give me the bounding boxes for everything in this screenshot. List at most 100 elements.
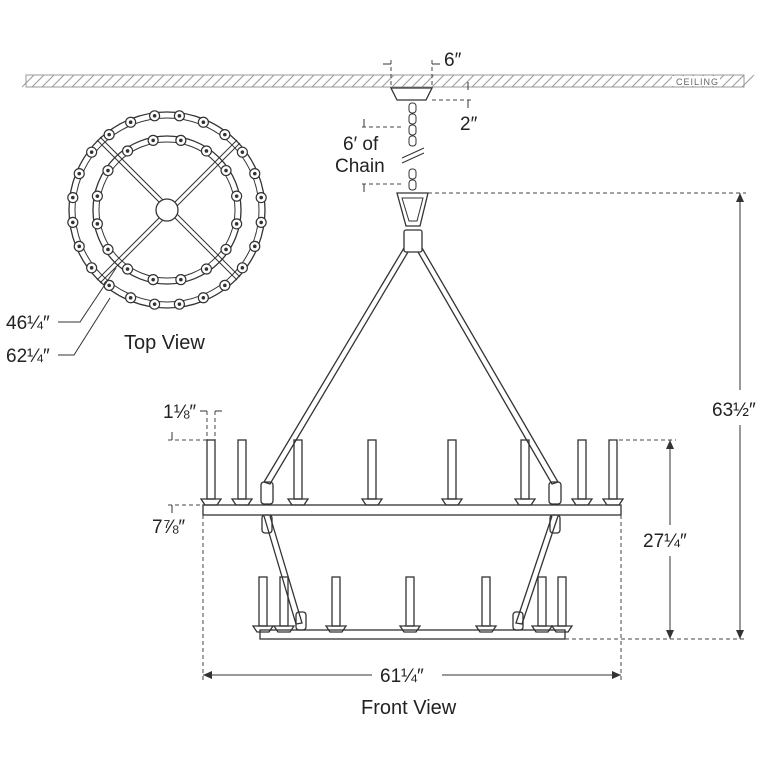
outer-ring-diameter-label: 62¼″ [6, 346, 50, 367]
hatch-line [471, 74, 485, 88]
candle-cup [103, 279, 115, 291]
upper-tier-candles [199, 439, 625, 506]
hatch-line [621, 74, 635, 88]
hatch-line [561, 74, 575, 88]
candle-cup [200, 145, 213, 157]
candle [230, 439, 254, 506]
hatch-line [731, 74, 745, 88]
candle-cup [220, 164, 232, 177]
ceiling-bar [25, 74, 745, 88]
candle-cup [219, 279, 231, 291]
canopy [389, 87, 434, 101]
hatch-line [321, 74, 335, 88]
hatch-line [361, 74, 375, 88]
hatch-line [411, 74, 425, 88]
candle [440, 439, 464, 506]
hatch-line [631, 74, 645, 88]
candle-cup [219, 129, 231, 141]
hatch-line [31, 74, 45, 88]
hatch-line [501, 74, 515, 88]
candle [474, 576, 498, 633]
outer-ring [68, 111, 266, 309]
chain-link [408, 179, 417, 191]
right-upper-arm [417, 247, 559, 485]
lower-tier-candles [251, 576, 574, 633]
hatch-line [181, 74, 195, 88]
candle-cup [86, 262, 98, 274]
candle-cup [231, 190, 243, 202]
ceiling-hatching [21, 74, 755, 88]
hatch-line [391, 74, 405, 88]
hatch-line [441, 74, 455, 88]
hanging-loop [396, 192, 429, 227]
hatch-line [301, 74, 315, 88]
chain [408, 102, 417, 191]
top-view-caption: Top View [124, 332, 205, 354]
outer-ring-inner-edge [74, 117, 260, 303]
candle [199, 439, 223, 506]
left-arm-clamp [260, 481, 274, 505]
right-lower-arm [515, 515, 559, 625]
hanging-loop-inner [401, 197, 424, 222]
hatch-line [271, 74, 285, 88]
candle-cup [73, 168, 85, 180]
candle-cup [175, 134, 187, 146]
chain-length-label-line2: Chain [335, 156, 385, 177]
candle-cup [149, 298, 161, 310]
overall-height-label: 63½″ [712, 400, 756, 421]
candle [550, 576, 574, 633]
hatch-line [141, 74, 155, 88]
candle-cup [147, 134, 159, 146]
chain-break-mark [401, 147, 425, 159]
fixture-height-dimension: 27¼″ [612, 439, 687, 639]
ceiling: CEILING [21, 74, 755, 88]
candle-cup [220, 243, 232, 256]
hatch-line [281, 74, 295, 88]
hatch-line [491, 74, 505, 88]
upper-ring-band [202, 504, 622, 516]
candle-cup [249, 168, 261, 180]
overall-width-label: 61¼″ [380, 666, 424, 687]
hub-connector [403, 229, 423, 253]
hatch-line [131, 74, 145, 88]
candle-cup [125, 116, 137, 128]
hatch-line [381, 74, 395, 88]
right-bottom-clamp [512, 611, 524, 631]
hatch-line [331, 74, 345, 88]
hatch-line [451, 74, 465, 88]
chain-link [408, 113, 417, 125]
hatch-line [651, 74, 665, 88]
candle [398, 576, 422, 633]
chain-link [408, 135, 417, 147]
candle-cup [231, 218, 243, 230]
hatch-line [111, 74, 125, 88]
candle [360, 439, 384, 506]
candle-cup [102, 243, 114, 256]
hatch-line [461, 74, 475, 88]
canopy-width-label: 6″ [444, 50, 462, 71]
hatch-line [191, 74, 205, 88]
hatch-line [521, 74, 535, 88]
hatch-line [21, 74, 35, 88]
chain-link [408, 124, 417, 136]
candle-cup [102, 164, 114, 177]
hatch-line [371, 74, 385, 88]
inner-ring-diameter-label: 46¼″ [6, 313, 50, 334]
candle [601, 439, 625, 506]
support-arms [260, 247, 562, 631]
ceiling-label: CEILING [676, 77, 719, 87]
hatch-line [351, 74, 365, 88]
candle-cup [147, 274, 159, 286]
candle-cup [73, 240, 85, 252]
candle [272, 576, 296, 633]
hatch-line [101, 74, 115, 88]
hatch-line [591, 74, 605, 88]
candle-cup [103, 129, 115, 141]
candle-cup [125, 292, 137, 304]
hatch-line [121, 74, 135, 88]
hatch-line [91, 74, 105, 88]
candle [286, 439, 310, 506]
overall-width-dimension: 61¼″ [202, 515, 622, 687]
hatch-line [571, 74, 585, 88]
